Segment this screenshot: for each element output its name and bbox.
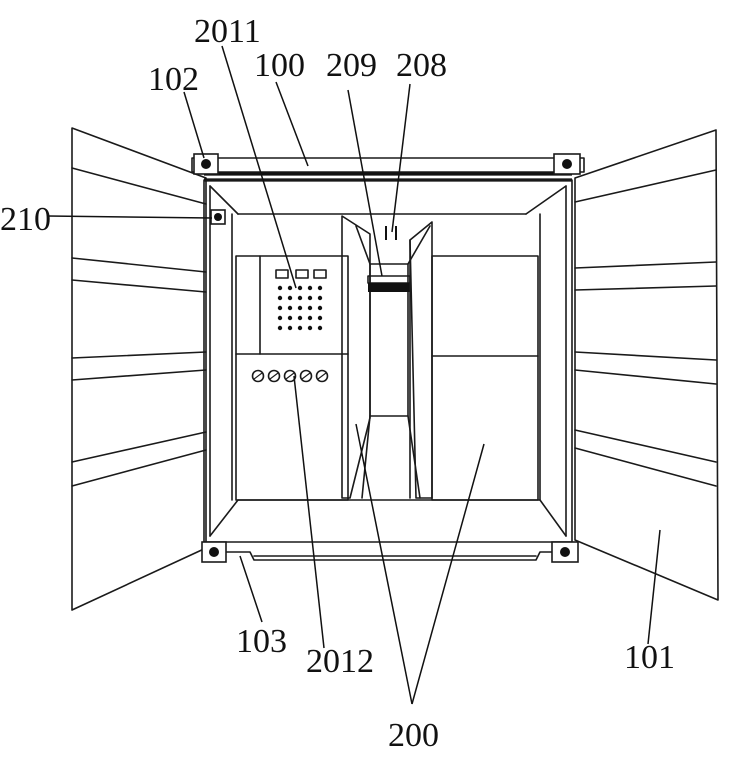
label-100: 100 xyxy=(254,47,305,84)
leader-lines xyxy=(47,45,661,705)
label-208: 208 xyxy=(396,47,447,84)
label-2011: 2011 xyxy=(194,13,261,50)
label-101: 101 xyxy=(624,639,675,676)
label-200: 200 xyxy=(388,717,439,754)
corner-fittings xyxy=(193,153,581,563)
right-cabinet xyxy=(409,221,539,501)
left-door xyxy=(71,127,207,611)
button-grid xyxy=(277,285,323,331)
wall-sensor xyxy=(210,209,226,225)
left-cabinet xyxy=(235,215,371,501)
interior xyxy=(209,185,567,537)
label-102: 102 xyxy=(148,61,199,98)
label-103: 103 xyxy=(236,623,287,660)
reference-labels: 2011 102 100 209 208 210 103 2012 101 20… xyxy=(0,13,675,754)
knob-row xyxy=(251,369,329,383)
aisle xyxy=(355,225,431,499)
label-209: 209 xyxy=(326,47,377,84)
right-door xyxy=(574,129,719,601)
container-frame xyxy=(191,157,585,561)
label-210: 210 xyxy=(0,201,51,238)
label-2012: 2012 xyxy=(306,643,374,680)
